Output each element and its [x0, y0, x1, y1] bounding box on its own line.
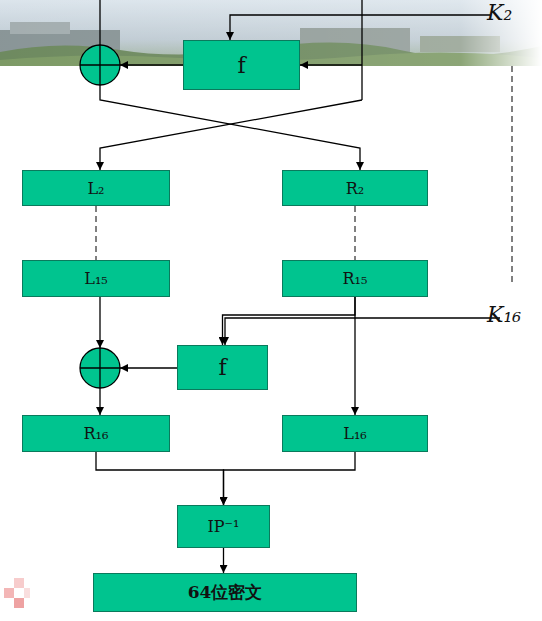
box-label: 64位密文	[188, 581, 263, 604]
process-box: R₁₆	[22, 415, 170, 452]
process-box: L₁₆	[282, 415, 428, 452]
xor-symbol	[80, 45, 120, 85]
box-label: IP⁻¹	[208, 517, 240, 536]
dashed-connector	[96, 206, 97, 260]
key-label: K₂	[487, 0, 512, 25]
process-box: R₂	[282, 170, 428, 206]
box-label: R₁₅	[343, 269, 368, 288]
arrow-connector	[354, 297, 355, 415]
box-label: R₁₆	[84, 424, 109, 443]
arrow-connector	[224, 452, 356, 505]
process-box: IP⁻¹	[177, 505, 270, 548]
box-label: L₂	[87, 179, 104, 198]
arrow-connector	[96, 452, 224, 505]
box-label: L₁₆	[343, 424, 366, 443]
key-label: K₁₆	[487, 302, 521, 327]
dashed-connector	[355, 206, 356, 260]
box-label: f	[237, 53, 245, 78]
arrow-connector	[223, 297, 356, 345]
process-box: 64位密文	[93, 573, 357, 612]
process-box: f	[183, 40, 300, 90]
arrow-connector	[223, 548, 224, 573]
process-box: L₂	[22, 170, 170, 206]
process-box: R₁₅	[282, 260, 428, 297]
box-label: f	[218, 355, 226, 380]
xor-symbol	[80, 348, 120, 388]
corner-mark	[4, 578, 30, 608]
box-label: R₂	[346, 179, 364, 198]
process-box: f	[177, 345, 268, 390]
wires	[80, 0, 512, 415]
process-box: L₁₅	[22, 260, 170, 297]
box-label: L₁₅	[84, 269, 107, 288]
